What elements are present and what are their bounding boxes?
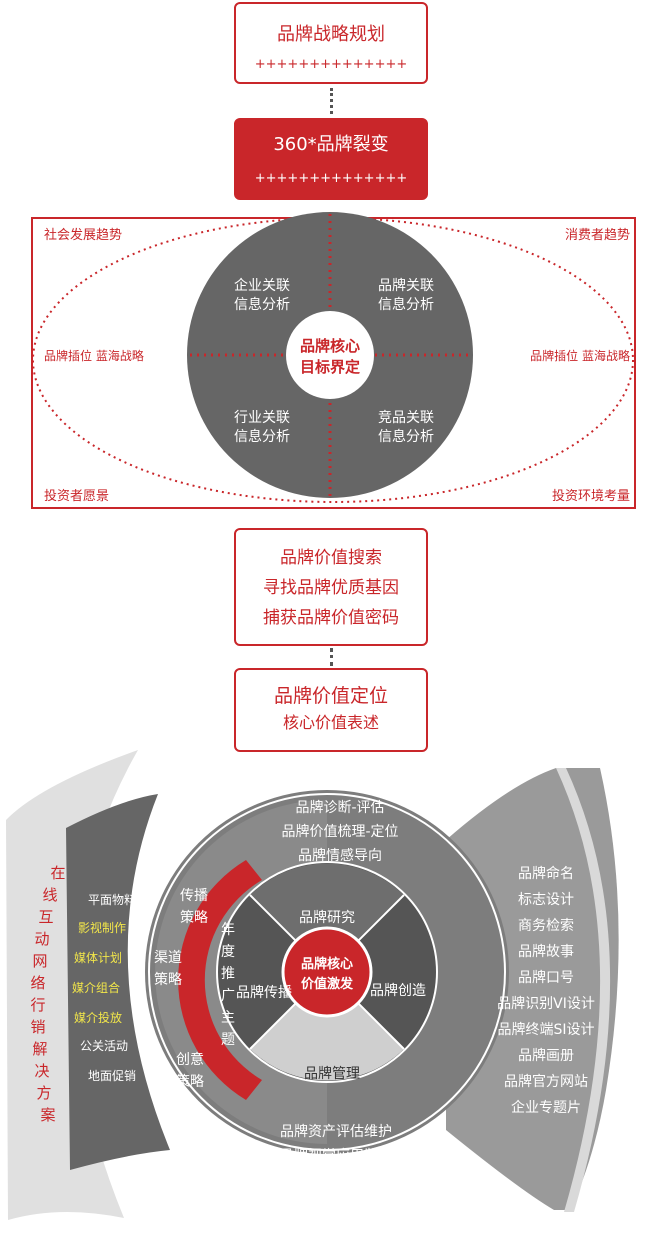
value-position-box: 品牌价值定位 核心价值表述 [234,668,428,752]
inner-research: 品牌研究 [299,909,355,926]
connector-dots-1 [330,88,333,114]
quad-tl-1: 企业关联 [234,277,290,294]
right-list-0: 品牌命名 [518,865,574,882]
annual-theme-arc [178,860,262,1100]
vertical-3: 动 [34,930,49,948]
core-center-circle [286,311,374,399]
label-social-trend: 社会发展趋势 [44,227,122,243]
vertical-8: 解 [32,1040,47,1058]
right-list-7: 品牌画册 [518,1047,574,1064]
annual-3: 推 [221,966,235,982]
annual-2: 度 [221,944,235,960]
label-investor-vision: 投资者愿景 [44,488,109,504]
vertical-1: 线 [42,886,57,904]
annual-1: 年 [221,922,235,938]
top-ring-line2: 品牌价值梳理-定位 [281,823,398,840]
strategy-channel-1: 渠道 [154,950,182,966]
connector-dots-2 [330,648,333,666]
annual-4: 广 [221,988,235,1004]
quad-tr-1: 品牌关联 [378,277,434,294]
inner-bottom-segment [250,972,404,1081]
value-search-box: 品牌价值搜索 寻找品牌优质基因 捕获品牌价值密码 [234,528,428,646]
left-list-5: 公关活动 [80,1039,128,1053]
left-list-0: 平面物料 [88,893,136,907]
left-list-2: 媒体计划 [74,951,122,965]
strategy-creative-1: 创意 [176,1051,204,1068]
brand-fission-box: 360*品牌裂变 ++++++++++++++ [234,118,428,200]
strategy-comm-2: 策略 [180,909,208,926]
vertical-9: 决 [34,1062,49,1080]
quad-br-2: 信息分析 [378,428,434,445]
top-ring-line3: 品牌情感导向 [298,847,382,864]
label-positioning-left: 品牌插位 蓝海战略 [44,348,144,363]
bottom-ring-line1: 品牌资产评估维护 [280,1123,392,1140]
brand-fission-title: 360*品牌裂变 [273,134,389,155]
label-positioning-right: 品牌插位 蓝海战略 [530,348,630,363]
core-center-line2: 目标界定 [300,358,360,376]
vertical-5: 络 [30,974,45,992]
strategy-creative-2: 策略 [176,1073,204,1090]
wheel-center-line1: 品牌核心 [301,956,353,972]
label-consumer-trend: 消费者趋势 [565,227,630,243]
left-list-3: 媒介组合 [72,980,120,995]
quad-tl-2: 信息分析 [234,296,290,313]
vertical-11: 案 [40,1106,55,1124]
brand-fission-plus: ++++++++++++++ [254,171,408,186]
right-band [446,768,619,1210]
brand-strategy-box: 品牌战略规划 ++++++++++++++ [234,2,428,84]
bottom-ring-line3: 品牌开发与延伸管理 [273,1171,399,1188]
vertical-4: 网 [32,952,47,970]
wheel-center-circle [281,926,373,1018]
value-position-line1: 品牌价值定位 [273,685,388,707]
right-list-1: 标志设计 [518,892,574,908]
left-list-4: 媒介投放 [74,1010,122,1025]
value-search-line1: 品牌价值搜索 [280,548,382,568]
right-list-8: 品牌官方网站 [504,1073,588,1090]
bottom-ring-line2: 品牌视觉应用监控 [280,1147,392,1164]
quad-tr-2: 信息分析 [378,296,434,313]
left-list-1: 影视制作 [78,920,126,935]
strategy-channel-2: 策略 [154,971,182,988]
inner-communication: 品牌传播 [236,984,292,1001]
right-list-6: 品牌终端SI设计 [497,1021,594,1038]
strategy-comm-1: 传播 [180,888,208,904]
quad-br-1: 竞品关联 [378,409,434,426]
right-list-5: 品牌识别VI设计 [497,995,595,1012]
vertical-10: 方 [36,1084,51,1102]
value-search-line3: 捕获品牌价值密码 [263,608,399,628]
wheel-center-line2: 价值激发 [301,976,354,992]
right-band-edge [556,768,611,1212]
core-center-line1: 品牌核心 [300,337,360,355]
value-search-line2: 寻找品牌优质基因 [263,578,399,598]
vertical-0: 在 [50,864,65,882]
label-investment-env: 投资环境考量 [552,488,630,504]
left-band [66,794,170,1170]
inner-top-segment [250,863,404,972]
right-list-9: 企业专题片 [511,1099,581,1116]
quad-bl-1: 行业关联 [234,410,290,426]
brand-strategy-plus: ++++++++++++++ [254,57,408,72]
wheel-outer-white [148,793,506,1151]
annual-6: 题 [221,1032,235,1048]
inner-management: 品牌管理 [304,1065,360,1082]
annual-5: 主 [221,1010,235,1026]
left-list-6: 地面促销 [88,1069,136,1083]
brand-strategy-title: 品牌战略规划 [277,24,385,45]
vertical-2: 互 [38,908,53,926]
inner-creation: 品牌创造 [370,982,426,999]
value-position-line2: 核心价值表述 [282,713,379,732]
right-list-4: 品牌口号 [518,969,574,986]
vertical-7: 销 [30,1018,45,1036]
brand-core-diagram: 品牌核心 目标界定 企业关联 信息分析 品牌关联 信息分析 行业关联 信息分析 … [31,212,636,509]
top-ring-line1: 品牌诊断-评估 [295,799,384,816]
vertical-6: 行 [30,996,45,1014]
brand-wheel-diagram: 品牌核心 价值激发 品牌研究 品牌传播 品牌创造 品牌管理 品牌诊断-评估 品牌… [6,750,619,1220]
quad-bl-2: 信息分析 [234,428,290,445]
right-list-3: 品牌故事 [518,943,574,960]
right-list-2: 商务检索 [518,917,574,934]
